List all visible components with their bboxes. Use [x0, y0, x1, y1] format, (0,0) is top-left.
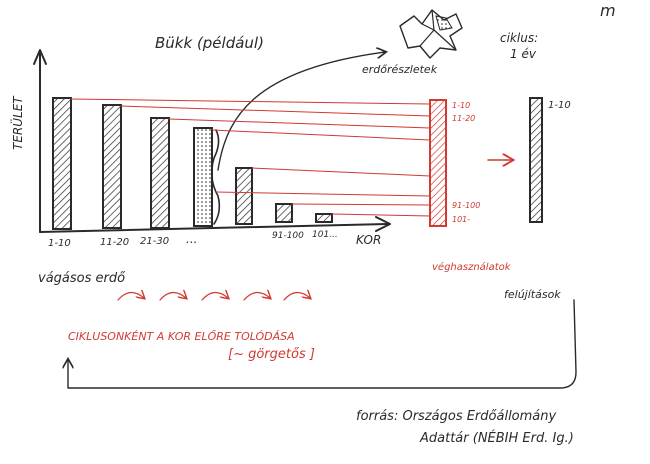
rolling-text: [~ görgetős ]	[228, 347, 315, 362]
x-axis-label: KOR	[356, 233, 381, 247]
cycle-label-line2: 1 év	[510, 47, 537, 61]
age-bar-wavy-edge	[210, 129, 221, 225]
forest-parts-label: erdőrészletek	[362, 63, 438, 76]
y-axis	[33, 49, 47, 233]
regen-bar-label: 1-10	[548, 100, 571, 111]
age-label-1-10: 1-10	[48, 238, 71, 249]
final-cut-tick-4: 101-	[452, 215, 470, 224]
age-bar-21-30	[150, 117, 170, 229]
return-loop-arrow	[68, 299, 577, 389]
age-bar-middle	[193, 127, 213, 227]
cycle-label-line1: ciklus:	[500, 31, 538, 45]
age-label-ellipsis: ...	[186, 232, 197, 246]
cycle-shift-text: CIKLUSONKÉNT A KOR ELŐRE TOLÓDÁSA	[68, 329, 295, 343]
source-line-1: forrás: Országos Erdőállomány	[356, 409, 556, 424]
age-label-21-30: 21-30	[140, 236, 169, 247]
x-axis	[39, 216, 391, 233]
diagram-title: Bükk (például)	[155, 34, 264, 52]
final-cut-tick-2: 11-20	[452, 114, 475, 123]
final-cut-tick-1: 1-10	[452, 101, 470, 110]
age-bar-101	[315, 213, 333, 223]
regeneration-column	[529, 97, 543, 223]
age-class-bars	[52, 97, 333, 230]
forest-parts-icon	[399, 9, 463, 59]
final-cut-column	[429, 99, 447, 227]
age-label-11-20: 11-20	[100, 237, 129, 248]
age-label-91-100: 91-100	[272, 231, 304, 241]
arrow-to-forest-parts	[217, 52, 385, 171]
cycle-shift-arrows	[117, 292, 310, 301]
age-bar-1-10	[52, 97, 72, 230]
age-bar-11-20	[102, 104, 122, 229]
final-cut-tick-3: 91-100	[452, 201, 480, 210]
y-axis-label: TERÜLET	[9, 95, 25, 150]
even-aged-label: vágásos erdő	[38, 271, 126, 286]
age-bar-mid-2	[235, 167, 253, 225]
final-cut-label: véghasználatok	[432, 261, 512, 273]
age-label-101: 101...	[312, 230, 338, 240]
corner-mark: m	[600, 1, 616, 20]
regeneration-label: felújítások	[504, 288, 561, 301]
age-bar-91-100	[275, 203, 293, 223]
source-line-2: Adattár (NÉBIH Erd. Ig.)	[419, 430, 574, 446]
projection-lines	[70, 98, 431, 217]
